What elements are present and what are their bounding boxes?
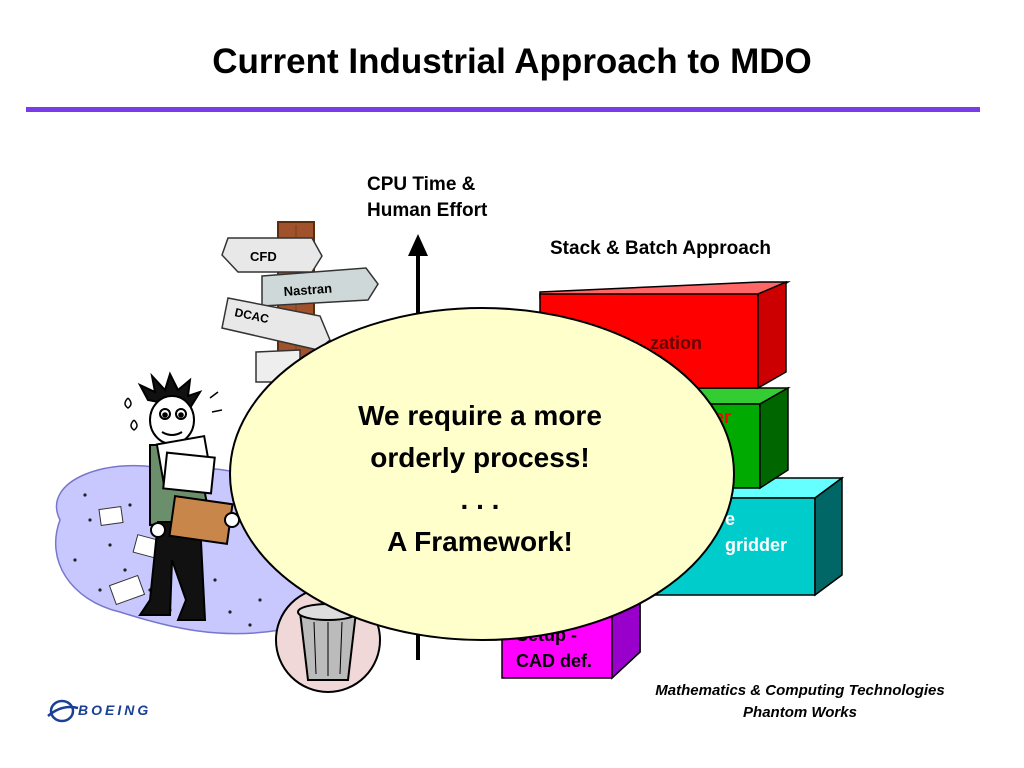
sign-cfd-label: CFD [250, 249, 277, 264]
stack-title: Stack & Batch Approach [550, 238, 772, 259]
sign-nastran-label: Nastran [283, 281, 332, 299]
axis-label-line2: Human Effort [367, 200, 488, 221]
boeing-logo-text: BOEING [78, 702, 152, 718]
loose-page [108, 574, 146, 606]
callout-line2: orderly process! [370, 442, 590, 473]
title-divider [26, 107, 980, 112]
footer-credit: Mathematics & Computing Technologies Pha… [610, 680, 990, 724]
callout-line3: . . . [460, 484, 500, 515]
block-optimization-line1: zation [650, 333, 702, 353]
block-setup-line2: CAD def. [516, 651, 592, 671]
callout-line1: We require a more [358, 400, 602, 431]
block-gridder-label: e gridder [725, 506, 787, 558]
callout-line4: A Framework! [387, 526, 573, 557]
axis-label: CPU Time & Human Effort [367, 172, 487, 224]
footer-line2: Phantom Works [743, 704, 857, 721]
block-gridder-line2: gridder [725, 535, 788, 555]
loose-page [98, 505, 124, 527]
block-optimization-label: zation [650, 330, 702, 356]
footer-line1: Mathematics & Computing Technologies [655, 682, 945, 699]
sign-nastran: Nastran [261, 267, 379, 307]
boeing-logo-icon [47, 699, 79, 723]
block-gridder-line1: e [725, 509, 736, 529]
sweat-drops [124, 391, 223, 431]
axis-label-line1: CPU Time & [367, 174, 476, 195]
callout-text: We require a more orderly process! . . .… [270, 395, 690, 563]
stressed-engineer [137, 371, 240, 621]
sign-cfd: CFD [221, 237, 323, 273]
slide-title: Current Industrial Approach to MDO [212, 42, 812, 81]
